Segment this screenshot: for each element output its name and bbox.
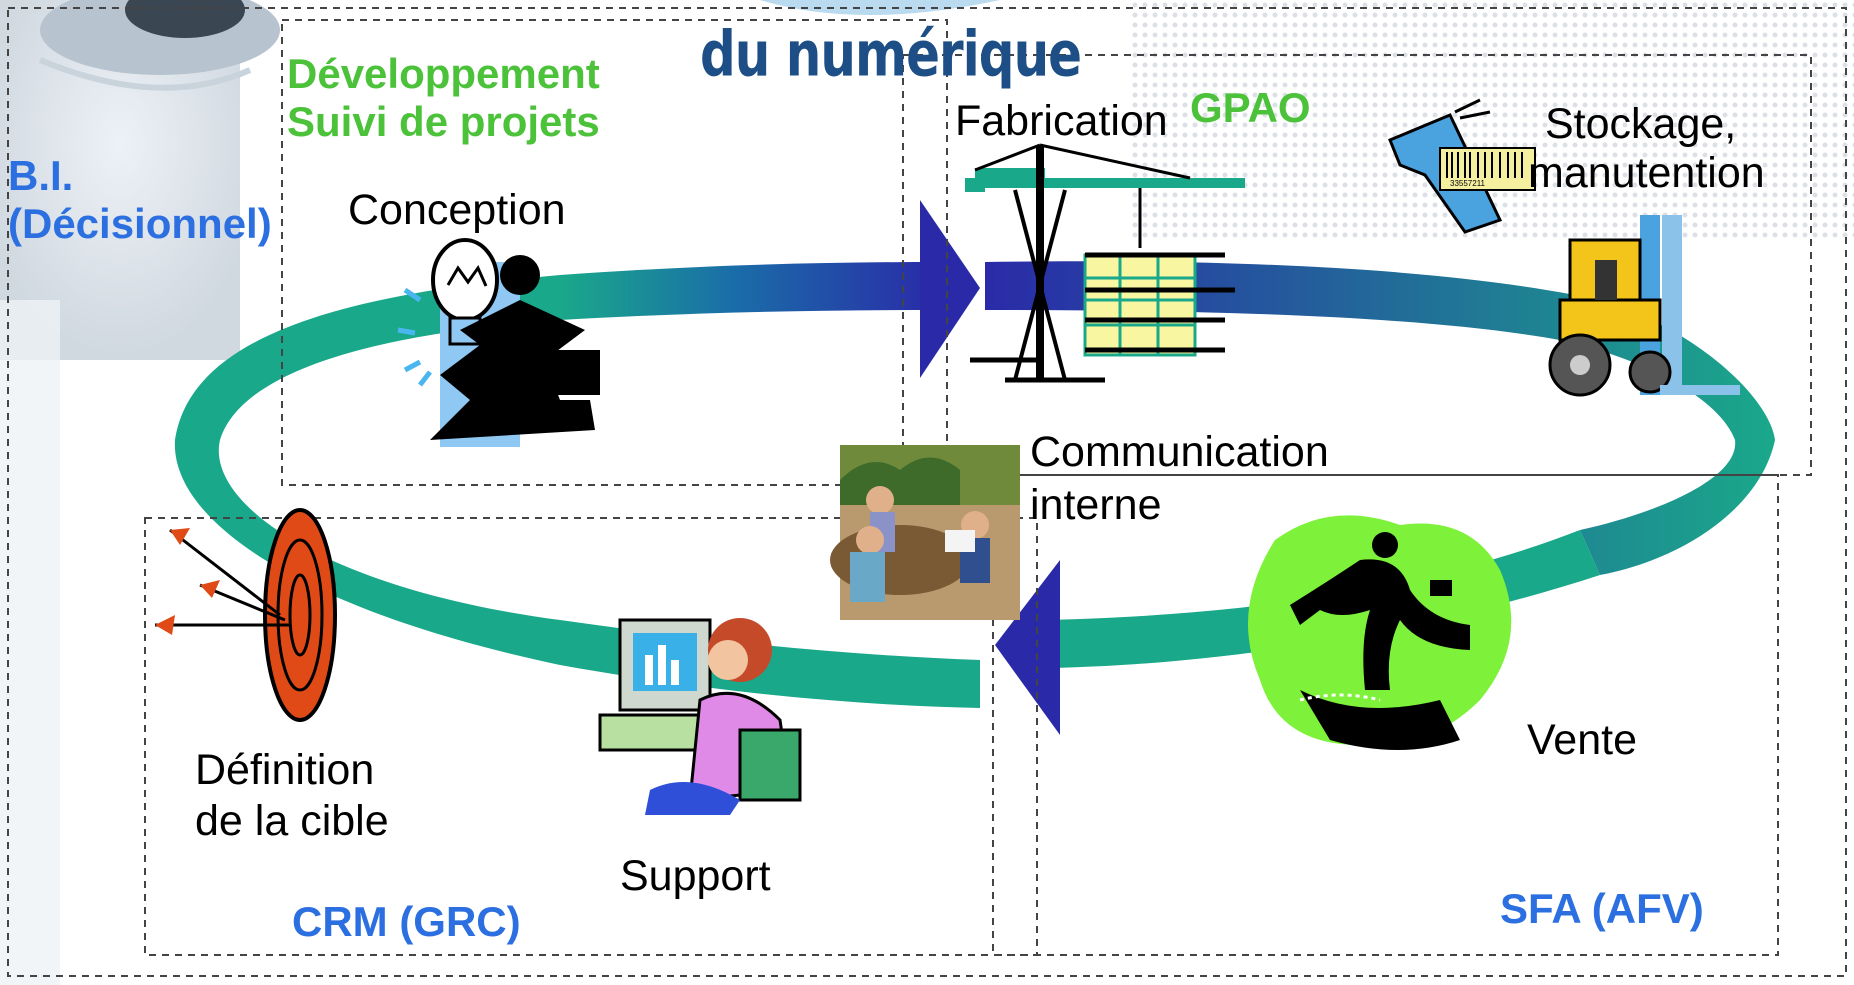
step-conception-label: Conception	[348, 186, 566, 234]
step-stockage-line2: manutention	[1528, 149, 1765, 198]
module-dev-line1: Développement	[287, 50, 600, 97]
band-top	[560, 262, 940, 320]
barcode-scanner-icon: 33557211	[1388, 98, 1536, 234]
logo-text: du numérique	[700, 18, 1082, 91]
module-bi-line1: B.I.	[8, 152, 74, 199]
step-stockage-line1: Stockage,	[1545, 100, 1737, 148]
module-bi-line2: (Décisionnel)	[8, 200, 272, 248]
module-gpao-label: GPAO	[1190, 84, 1311, 131]
box-dev	[281, 19, 948, 486]
arrowhead-bottom	[995, 560, 1060, 735]
box-bi	[7, 7, 1847, 977]
module-sfa-label: SFA (AFV)	[1500, 885, 1704, 932]
computer-user-icon	[598, 618, 802, 815]
running-businessman-icon	[1248, 515, 1512, 750]
module-bi-label: B.I. (Décisionnel)	[8, 152, 272, 249]
arrowhead-top-left	[920, 200, 980, 378]
module-crm-label: CRM (GRC)	[292, 898, 521, 945]
module-dev-line2: Suivi de projets	[287, 98, 600, 146]
module-boxes	[7, 7, 1847, 977]
step-communication-line2: interne	[1030, 481, 1162, 530]
step-communication-label: Communication interne	[1030, 428, 1329, 531]
crane-building-icon	[965, 143, 1245, 383]
step-definition-line1: Définition	[195, 746, 375, 794]
step-support-label: Support	[620, 852, 771, 900]
step-stockage-label: Stockage, manutention	[1528, 100, 1765, 199]
step-communication-line1: Communication	[1030, 428, 1329, 476]
meeting-icon	[830, 445, 1020, 620]
eye-icon	[0, 0, 280, 985]
step-definition-label: Définition de la cible	[195, 746, 389, 847]
step-fabrication-label: Fabrication	[955, 97, 1168, 145]
box-crm	[144, 517, 1038, 956]
step-definition-line2: de la cible	[195, 797, 389, 846]
band-left-loop	[174, 275, 560, 665]
dartboard-icon	[155, 508, 337, 722]
step-vente-label: Vente	[1527, 716, 1637, 764]
box-sfa	[992, 474, 1779, 956]
lightbulb-figure-icon	[397, 238, 600, 447]
module-dev-label: Développement Suivi de projets	[287, 50, 600, 147]
barcode-number: 33557211	[1450, 179, 1486, 188]
forklift-icon	[1548, 215, 1740, 397]
